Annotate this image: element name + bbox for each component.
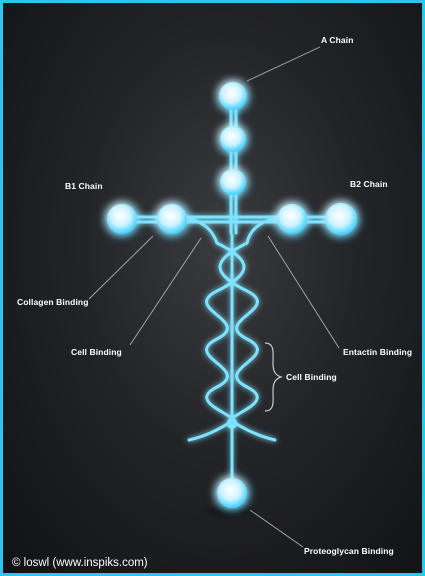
laminin-diagram [3, 3, 422, 573]
split-right [232, 421, 275, 440]
proteoglycan-binding-leader [250, 510, 303, 547]
leader-lines [89, 47, 339, 547]
helix-strand-2 [220, 243, 257, 428]
b1-chain-node-outer [107, 204, 137, 234]
proteoglycan-binding-label: Proteoglycan Binding [304, 546, 394, 556]
b1-chain-node-inner [157, 204, 187, 234]
copyright-credit: © loswl (www.inspiks.com) [12, 557, 148, 569]
cell-binding-left-label: Cell Binding [71, 347, 122, 357]
chain-lines [121, 95, 341, 493]
collagen-binding-leader [89, 236, 153, 299]
a-chain-node-1 [219, 82, 247, 110]
a-chain-node-2 [220, 126, 246, 152]
proteoglycan-node [217, 478, 247, 508]
collagen-binding-label: Collagen Binding [17, 297, 88, 307]
split-left [189, 421, 232, 440]
b2-chain-node-outer [325, 203, 357, 235]
cell-binding-left-leader [130, 238, 201, 345]
b1-chain-label: B1 Chain [65, 181, 103, 191]
a-chain-node-3 [220, 169, 246, 195]
entactin-binding-label: Entactin Binding [343, 347, 412, 357]
a-chain-leader [247, 47, 320, 81]
a-chain-label: A Chain [321, 35, 354, 45]
b2-chain-node-inner [277, 204, 307, 234]
entactin-binding-leader [268, 236, 339, 348]
helix-strand-1 [207, 243, 244, 428]
cell-binding-right-label: Cell Binding [286, 372, 337, 382]
cell-binding-brace [265, 343, 281, 411]
b2-chain-label: B2 Chain [350, 179, 388, 189]
